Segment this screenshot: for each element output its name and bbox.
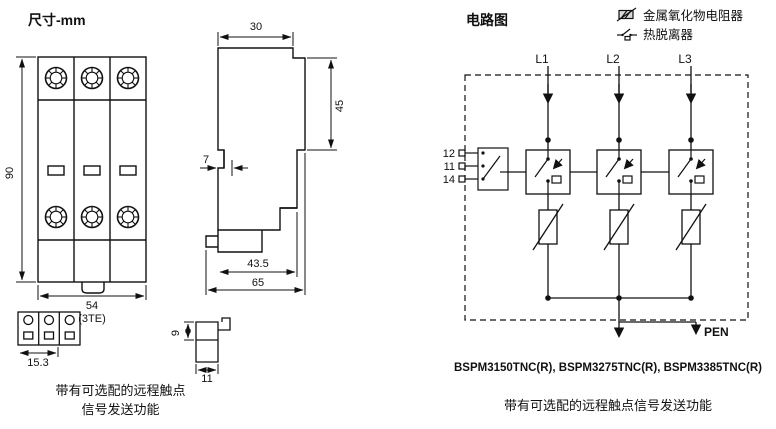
phase-label-l1: L1 [535,52,549,66]
dim-label-30: 30 [250,21,262,33]
dim-label-54: 54 [86,300,98,312]
dim-label-65: 65 [252,277,264,289]
dim-7 [200,160,248,176]
remote-terminal-14: 14 [443,174,455,186]
dim-43-5 [219,212,298,277]
side-view-drawing [205,47,306,253]
circuit-caption: 带有可选配的远程触点信号发送功能 [503,398,712,413]
remote-contact-block [458,147,509,191]
front-view-screws [44,66,140,229]
dim-45 [307,57,337,151]
circuit-diagram: L1 L2 L3 [443,52,749,339]
thermal-disconnector-icon [617,28,637,41]
front-view-drawing [37,56,147,294]
dim-label-15-3: 15.3 [27,357,48,369]
legend-varistor-label: 金属氧化物电阻器 [643,9,744,23]
remote-terminal-12: 12 [443,148,455,160]
dimensions-caption-line2: 信号发送功能 [81,401,160,417]
spd-enclosure-outline [464,74,749,321]
varistor-icon [616,7,637,22]
dimension-drawings: 90 54 (3TE) 30 45 [4,21,346,385]
pen-label: PEN [704,325,729,339]
legend-item-varistor: 金属氧化物电阻器 [616,5,743,24]
earth-pen-wiring [613,298,702,338]
thermal-disconnector-symbols [535,150,705,194]
legend-item-thermal: 热脱离器 [616,24,743,43]
dim-label-45: 45 [334,100,346,112]
clip-detail-drawing [195,317,231,363]
dim-54 [37,285,147,300]
dim-11 [195,364,219,374]
dimensions-caption-line1: 带有可选配的远程触点 [55,383,186,398]
legend-thermal-label: 热脱离器 [643,28,694,42]
dim-label-43-5: 43.5 [247,258,268,270]
spd-branches [508,66,714,301]
dim-label-7: 7 [203,154,209,166]
model-numbers: BSPM3150TNC(R), BSPM3275TNC(R), BSPM3385… [453,362,762,374]
circuit-legend: 金属氧化物电阻器 热脱离器 [616,5,743,43]
circuit-title: 电路图 [466,12,508,28]
dim-9 [184,321,194,341]
dimensions-caption: 带有可选配的远程触点 信号发送功能 [23,382,218,420]
dim-label-11: 11 [201,373,212,385]
varistor-symbols [532,203,707,251]
dim-90 [16,56,36,283]
dim-label-90: 90 [4,167,16,179]
remote-terminal-11: 11 [444,161,455,173]
phase-label-l3: L3 [678,52,692,66]
phase-label-l2: L2 [606,52,620,66]
dim-30 [217,32,294,46]
dimensions-title: 尺寸-mm [28,12,86,28]
terminal-detail-drawing [17,311,81,346]
dim-label-9: 9 [170,330,182,336]
dim-label-3te: (3TE) [78,313,106,325]
dim-65 [205,153,306,295]
dim-15-3 [19,347,59,357]
